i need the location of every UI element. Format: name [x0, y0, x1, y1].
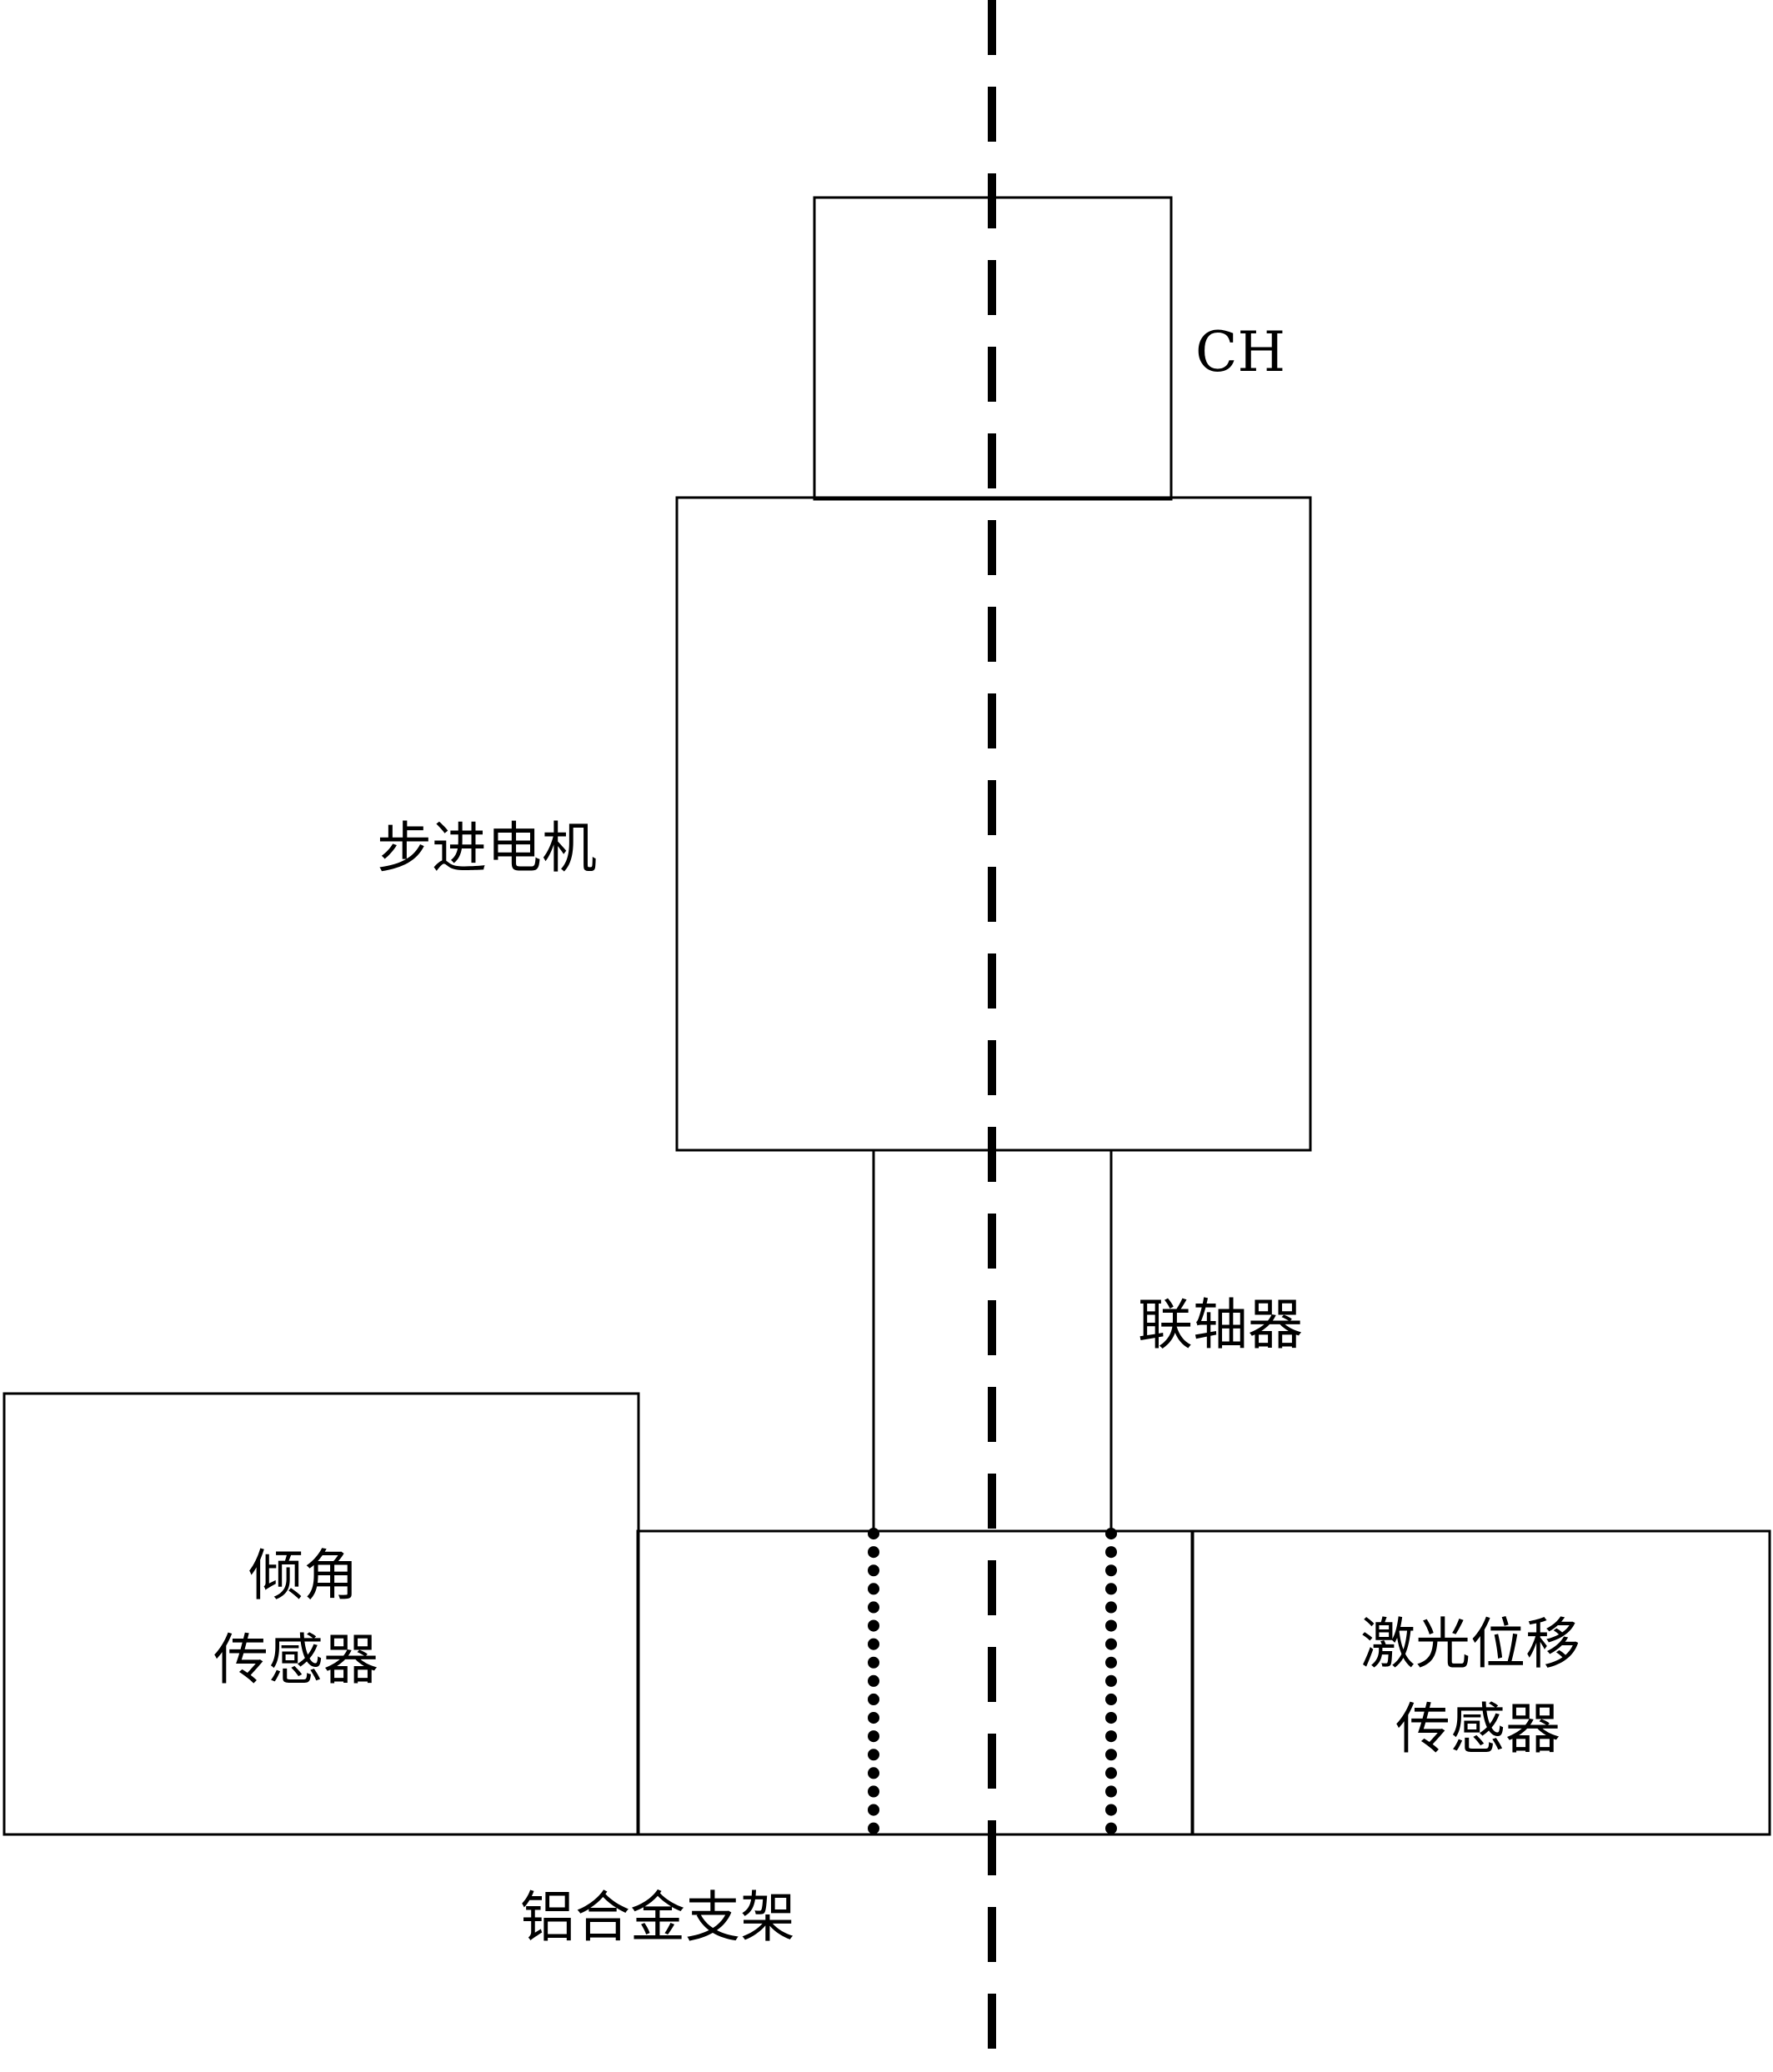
tilt-sensor-box — [3, 1392, 640, 1836]
laser-sensor-label-line2: 传感器 — [1395, 1697, 1560, 1761]
tilt-sensor-label-line1: 倾角 — [248, 1544, 358, 1608]
aluminum-bracket-label: 铝合金支架 — [520, 1885, 795, 1949]
tilt-sensor-label-line2: 传感器 — [213, 1628, 378, 1692]
laser-sensor-box — [1190, 1529, 1771, 1836]
coupling-label: 联轴器 — [1138, 1293, 1303, 1357]
laser-sensor-label-line1: 激光位移 — [1360, 1612, 1580, 1676]
ch-label: CH — [1195, 320, 1285, 384]
stepper-motor-label: 步进电机 — [377, 816, 597, 880]
